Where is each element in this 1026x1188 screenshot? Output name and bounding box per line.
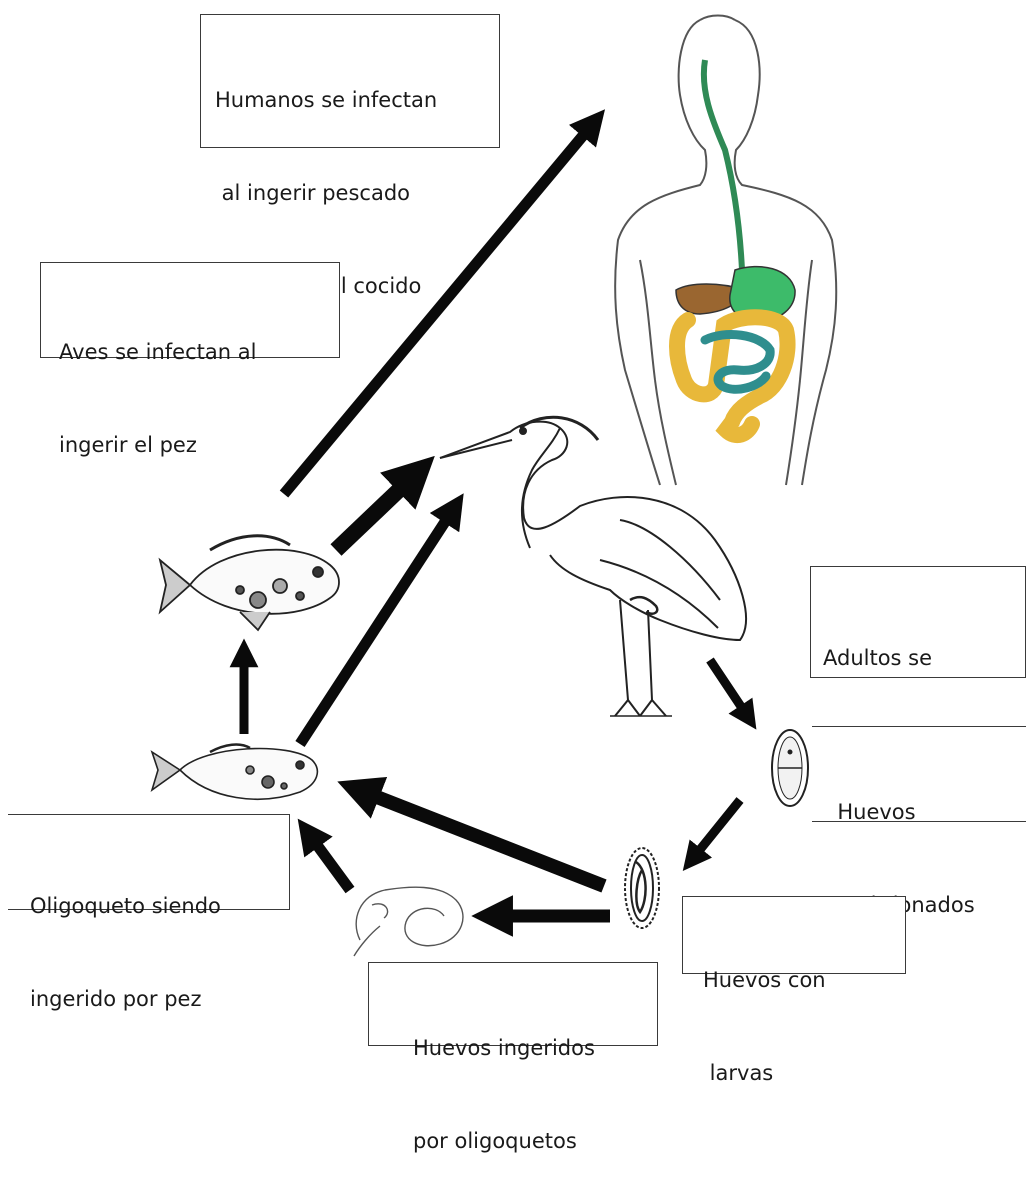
human-torso-illustration <box>615 16 836 486</box>
arrow-bird-to-eggs <box>710 660 750 720</box>
oligochaete-worm-illustration <box>354 887 463 956</box>
label-line: Huevos con <box>703 965 893 996</box>
heron-illustration <box>440 417 746 716</box>
larvated-egg-illustration <box>625 848 659 928</box>
label-line: Aves se infectan al <box>59 337 327 368</box>
label-line: Huevos ingeridos <box>413 1033 645 1064</box>
digestive-system-illustration <box>676 60 795 435</box>
label-embryonated-eggs: Huevos embrionados <box>812 726 1026 822</box>
arrow-worm-to-fish <box>306 830 350 890</box>
arrow-egg-to-larvated <box>690 800 740 862</box>
label-line: Humanos se infectan <box>215 85 487 116</box>
label-line: ingerido por pez <box>30 984 277 1015</box>
label-birds-infected: Aves se infectan al ingerir el pez <box>40 262 340 358</box>
label-eggs-ingested-by-oligochaetes: Huevos ingeridos por oligoquetos <box>368 962 658 1046</box>
label-eggs-with-larvae: Huevos con larvas <box>682 896 906 974</box>
label-line: Huevos <box>824 797 1014 828</box>
esophagus-shape <box>704 60 742 270</box>
label-line: larvas <box>703 1058 893 1089</box>
embryonated-egg-illustration <box>772 730 808 806</box>
arrow-larvated-to-fish <box>354 788 604 886</box>
label-line: Oligoqueto siendo <box>30 891 277 922</box>
label-line: por oligoquetos <box>413 1126 645 1157</box>
arrow-fish-to-bird <box>336 470 420 550</box>
label-humans-infected: Humanos se infectan al ingerir pescado c… <box>200 14 500 148</box>
arrow-smallfish-to-bird <box>300 505 456 744</box>
label-adults-reproduce: Adultos se reproducen <box>810 566 1026 678</box>
large-fish-illustration <box>160 536 339 630</box>
label-oligochaete-ingested-by-fish: Oligoqueto siendo ingerido por pez <box>8 814 290 910</box>
label-line: ingerir el pez <box>59 430 327 461</box>
small-fish-illustration <box>152 745 317 800</box>
label-line: Adultos se <box>823 643 1013 674</box>
label-line: al ingerir pescado <box>215 178 487 209</box>
